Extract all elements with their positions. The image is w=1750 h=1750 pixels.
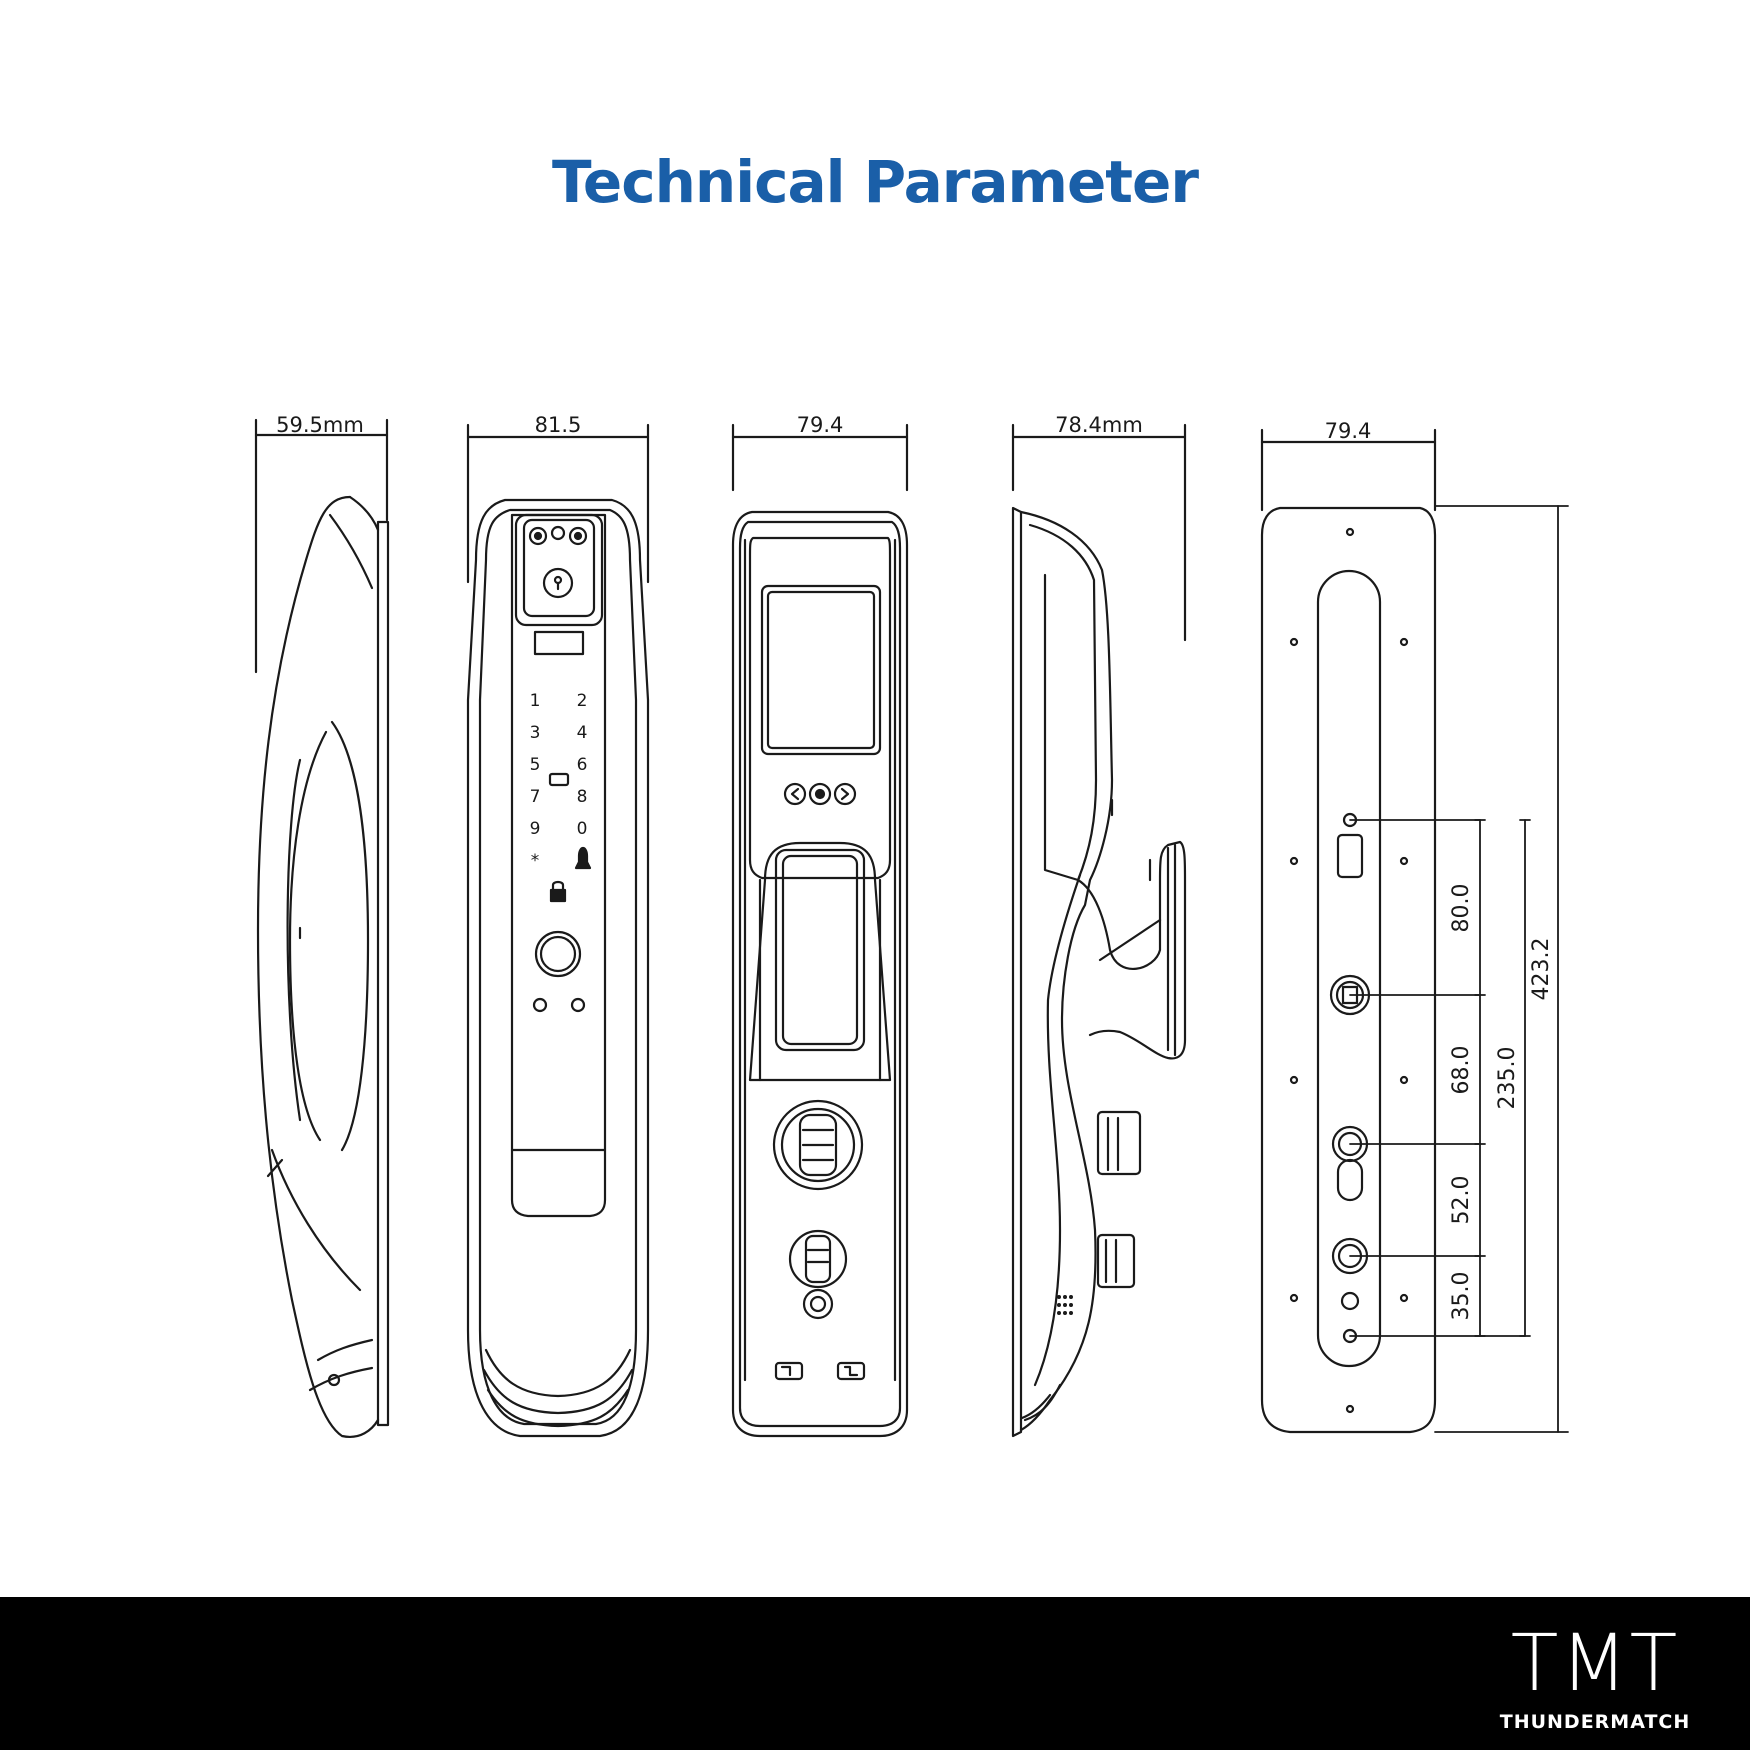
fingerprint-icon: [534, 930, 582, 978]
logo-letters: TMT: [1510, 1619, 1680, 1709]
indicator-light-left: [532, 997, 548, 1013]
back-view-screen: 79.4: [731, 413, 909, 1438]
mounting-plate-outline: [1260, 506, 1437, 1434]
usb-icon: [836, 1361, 866, 1381]
nav-button-center: [808, 782, 832, 806]
keypad-key-1: 1: [530, 691, 541, 711]
dimension-label-52: 52.0: [1449, 1176, 1474, 1225]
speaker-holes: [1057, 1295, 1073, 1315]
lock-icon: [549, 880, 567, 903]
width-label-79-4-b: 79.4: [1325, 419, 1372, 443]
emergency-knob: [788, 1229, 848, 1289]
keypad-key-star: *: [531, 851, 540, 871]
thumb-turn-profile: [1096, 1110, 1142, 1176]
side-view-left: 59.5mm: [254, 413, 390, 1438]
screw-icon: [1289, 637, 1409, 1303]
dimension-79-4-b: 79.4: [1260, 419, 1437, 512]
width-label-79-4-a: 79.4: [797, 413, 844, 437]
card-icon: [548, 772, 570, 787]
bell-icon: [574, 846, 592, 870]
display-screen: [760, 584, 882, 756]
card-reader-window: [533, 630, 585, 656]
keyhole-icon: [542, 567, 574, 599]
thumb-turn: [772, 1099, 864, 1191]
keypad-key-3: 3: [530, 723, 541, 743]
dimension-label-35: 35.0: [1449, 1272, 1474, 1321]
keypad-key-0: 0: [577, 819, 588, 839]
logo-wordmark: THUNDERMATCH: [1499, 1711, 1691, 1733]
indicator-light-right: [570, 997, 586, 1013]
width-label-78-4: 78.4mm: [1055, 413, 1143, 437]
camera-icon: [528, 525, 588, 546]
knob-profile: [1096, 1233, 1136, 1289]
page-title: Technical Parameter: [552, 148, 1199, 216]
keypad: 1 2 3 4 5 6 7 8 9 0 *: [530, 691, 588, 871]
front-view-keypad: 81.5 1 2 3 4 5 6 7 8 9: [466, 413, 650, 1438]
height-dimensions: [1349, 505, 1569, 1433]
keypad-key-9: 9: [530, 819, 541, 839]
battery-icon: [774, 1361, 804, 1381]
keypad-key-8: 8: [577, 787, 588, 807]
dimension-78-4: 78.4mm: [1011, 413, 1187, 642]
dimension-81-5: 81.5: [466, 413, 650, 584]
dimension-59-5: 59.5mm: [254, 413, 389, 674]
technical-drawing: 59.5mm 81.5: [254, 413, 1569, 1438]
nav-button-left: [783, 782, 807, 806]
mounting-plate-edge: [1011, 506, 1023, 1438]
keypad-key-5: 5: [530, 755, 541, 775]
keypad-key-6: 6: [577, 755, 588, 775]
keypad-key-2: 2: [577, 691, 588, 711]
side-body-left: [256, 495, 390, 1438]
handle-recess: [774, 848, 866, 1052]
dimension-label-68: 68.0: [1449, 1046, 1474, 1095]
dimension-label-423-2: 423.2: [1529, 938, 1554, 1001]
nav-button-right: [833, 782, 857, 806]
back-body-outline: [731, 510, 909, 1438]
brand-logo: TMT THUNDERMATCH: [1485, 1625, 1705, 1733]
keypad-key-7: 7: [530, 787, 541, 807]
side-view-right: 78.4mm: [1011, 413, 1187, 1438]
dimension-label-235: 235.0: [1495, 1047, 1520, 1110]
keypad-key-4: 4: [577, 723, 588, 743]
dimension-label-80: 80.0: [1449, 884, 1474, 933]
front-body-outline: [466, 498, 650, 1438]
dimension-79-4-a: 79.4: [731, 413, 909, 492]
footer-bar: [0, 1597, 1750, 1750]
keyhole-icon: [802, 1288, 834, 1320]
width-label-81-5: 81.5: [535, 413, 582, 437]
mounting-plate-view: 79.4: [1260, 419, 1569, 1434]
central-slot: [1316, 569, 1382, 1368]
width-label-59-5: 59.5mm: [276, 413, 364, 437]
